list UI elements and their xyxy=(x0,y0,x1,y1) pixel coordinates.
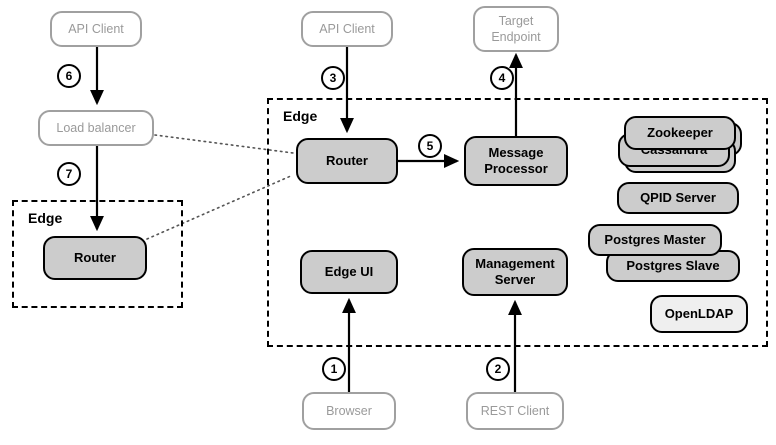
node-label-browser: Browser xyxy=(326,404,372,418)
dotted-load-balancer-to-edge-main xyxy=(154,134,294,154)
step-badge-7: 7 xyxy=(57,162,81,186)
node-label-management-server: Management Server xyxy=(475,256,555,287)
node-qpid-server[interactable]: QPID Server xyxy=(617,182,739,214)
node-browser[interactable]: Browser xyxy=(302,392,396,430)
node-api-client-top[interactable]: API Client xyxy=(301,11,393,47)
node-openldap[interactable]: OpenLDAP xyxy=(650,295,748,333)
node-router-main[interactable]: Router xyxy=(296,138,398,184)
node-target-endpoint[interactable]: Target Endpoint xyxy=(473,6,559,52)
node-label-router-main: Router xyxy=(326,153,368,168)
node-label-api-client-left: API Client xyxy=(68,22,124,36)
node-label-rest-client: REST Client xyxy=(480,404,550,418)
node-label-api-client-top: API Client xyxy=(319,22,375,36)
node-api-client-left[interactable]: API Client xyxy=(50,11,142,47)
node-router-left[interactable]: Router xyxy=(43,236,147,280)
node-postgres-master[interactable]: Postgres Master xyxy=(588,224,722,256)
step-badge-2: 2 xyxy=(486,357,510,381)
node-label-qpid-server: QPID Server xyxy=(640,190,716,205)
node-label-message-processor: Message Processor xyxy=(484,145,548,176)
step-badge-5: 5 xyxy=(418,134,442,158)
node-label-router-left: Router xyxy=(74,250,116,265)
group-title-edge-left: Edge xyxy=(28,210,63,226)
node-zookeeper[interactable]: Zookeeper xyxy=(624,116,736,150)
node-rest-client[interactable]: REST Client xyxy=(466,392,564,430)
node-edge-ui[interactable]: Edge UI xyxy=(300,250,398,294)
group-box-edge-left xyxy=(12,200,183,308)
group-box-edge-main xyxy=(267,98,768,347)
node-message-processor[interactable]: Message Processor xyxy=(464,136,568,186)
node-label-edge-ui: Edge UI xyxy=(324,264,374,279)
node-label-postgres-master: Postgres Master xyxy=(604,232,706,247)
step-badge-4: 4 xyxy=(490,66,514,90)
node-load-balancer[interactable]: Load balancer xyxy=(38,110,154,146)
step-badge-1: 1 xyxy=(322,357,346,381)
node-label-load-balancer: Load balancer xyxy=(56,121,136,135)
node-management-server[interactable]: Management Server xyxy=(462,248,568,296)
node-label-openldap: OpenLDAP xyxy=(664,306,734,321)
node-label-target-endpoint: Target Endpoint xyxy=(491,14,541,44)
node-label-zookeeper: Zookeeper xyxy=(647,125,713,140)
node-label-postgres-slave: Postgres Slave xyxy=(626,258,720,273)
group-title-edge-main: Edge xyxy=(283,108,318,124)
step-badge-6: 6 xyxy=(57,64,81,88)
step-badge-3: 3 xyxy=(321,66,345,90)
